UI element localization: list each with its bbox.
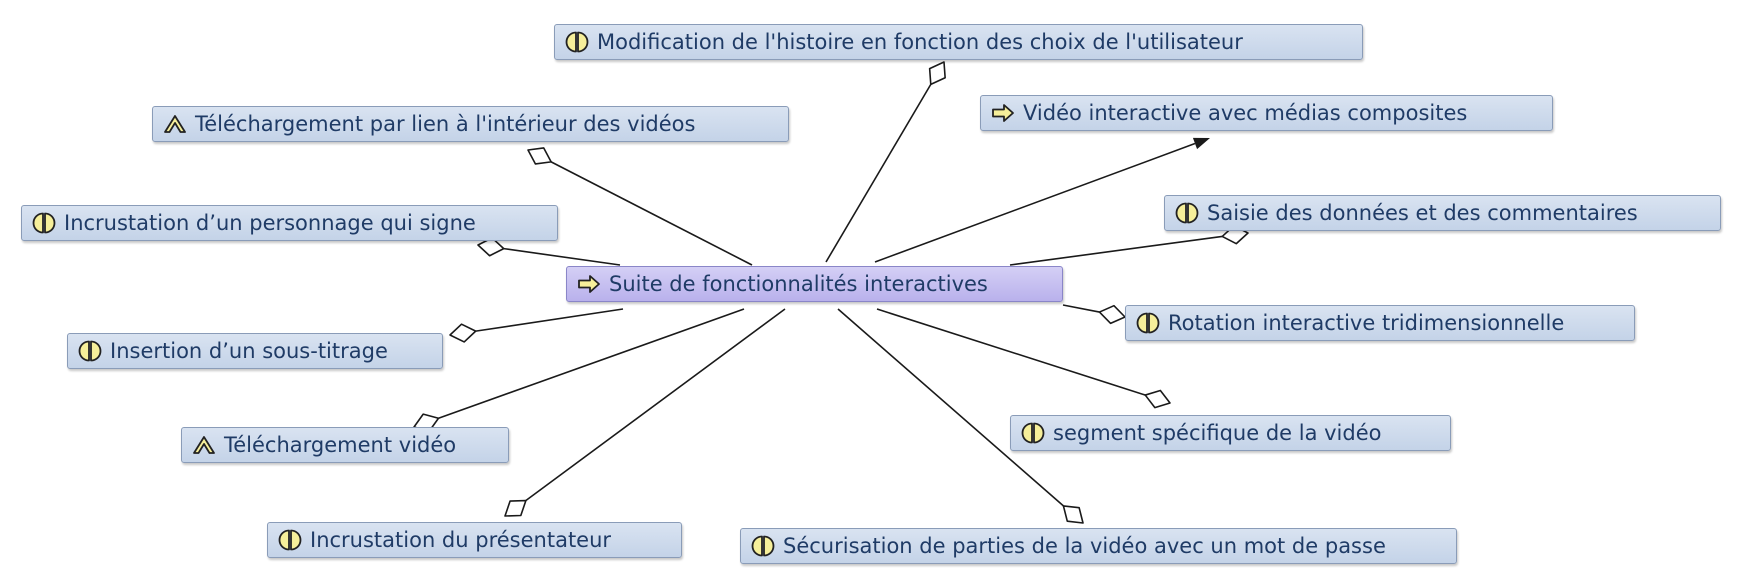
node-label: Rotation interactive tridimensionnelle bbox=[1168, 311, 1565, 335]
node-securisation[interactable]: Sécurisation de parties de la vidéo avec… bbox=[740, 528, 1457, 564]
node-label: Sécurisation de parties de la vidéo avec… bbox=[783, 534, 1386, 558]
split-circle-icon bbox=[751, 534, 775, 558]
arrow-right-icon bbox=[991, 101, 1015, 125]
node-telechargement-lien[interactable]: Téléchargement par lien à l'intérieur de… bbox=[152, 106, 789, 142]
connector-telechargement-lien bbox=[550, 161, 753, 266]
node-telechargement-video[interactable]: Téléchargement vidéo bbox=[181, 427, 509, 463]
node-insertion[interactable]: Insertion d’un sous-titrage bbox=[67, 333, 443, 369]
aggregation-diamond-9 bbox=[504, 499, 527, 517]
node-video-interactive[interactable]: Vidéo interactive avec médias composites bbox=[980, 95, 1553, 131]
node-label: Modification de l'histoire en fonction d… bbox=[597, 30, 1243, 54]
node-label: Téléchargement vidéo bbox=[224, 433, 457, 457]
connector-incrustation-presentateur bbox=[525, 308, 786, 502]
node-label: Téléchargement par lien à l'intérieur de… bbox=[195, 112, 696, 136]
connector-video-interactive bbox=[874, 142, 1196, 263]
split-circle-icon bbox=[1175, 201, 1199, 225]
aggregation-diamond-10 bbox=[1062, 505, 1084, 524]
split-circle-icon bbox=[78, 339, 102, 363]
split-circle-icon bbox=[1021, 421, 1045, 445]
chevron-up-icon bbox=[192, 433, 216, 457]
chevron-up-icon bbox=[163, 112, 187, 136]
split-circle-icon bbox=[278, 528, 302, 552]
connector-incrustation-personnage bbox=[503, 247, 621, 266]
node-incrustation-personnage[interactable]: Incrustation d’un personnage qui signe bbox=[21, 205, 558, 241]
connector-segment bbox=[876, 308, 1146, 396]
node-label: Vidéo interactive avec médias composites bbox=[1023, 101, 1468, 125]
aggregation-diamond-6 bbox=[449, 323, 477, 343]
aggregation-diamond-5 bbox=[1098, 304, 1126, 325]
connector-insertion bbox=[475, 308, 624, 332]
central-node-label: Suite de fonctionnalités interactives bbox=[609, 272, 988, 296]
aggregation-diamond-2 bbox=[527, 147, 552, 165]
connector-modification bbox=[825, 83, 932, 263]
aggregation-diamond-8 bbox=[1144, 389, 1171, 409]
node-label: segment spécifique de la vidéo bbox=[1053, 421, 1382, 445]
node-modification[interactable]: Modification de l'histoire en fonction d… bbox=[554, 24, 1363, 60]
node-label: Incrustation du présentateur bbox=[310, 528, 612, 552]
connector-saisie bbox=[1009, 235, 1223, 266]
arrow-right-icon bbox=[577, 272, 601, 296]
node-saisie[interactable]: Saisie des données et des commentaires bbox=[1164, 195, 1721, 231]
split-circle-icon bbox=[1136, 311, 1160, 335]
aggregation-diamond-0 bbox=[928, 61, 946, 86]
node-label: Incrustation d’un personnage qui signe bbox=[64, 211, 476, 235]
node-label: Insertion d’un sous-titrage bbox=[110, 339, 388, 363]
node-segment[interactable]: segment spécifique de la vidéo bbox=[1010, 415, 1451, 451]
node-label: Saisie des données et des commentaires bbox=[1207, 201, 1638, 225]
node-incrustation-presentateur[interactable]: Incrustation du présentateur bbox=[267, 522, 682, 558]
central-node[interactable]: Suite de fonctionnalités interactives bbox=[566, 266, 1063, 302]
node-rotation[interactable]: Rotation interactive tridimensionnelle bbox=[1125, 305, 1635, 341]
split-circle-icon bbox=[32, 211, 56, 235]
arrow-head-1 bbox=[1192, 137, 1210, 150]
connector-telechargement-video bbox=[438, 308, 745, 419]
connector-rotation bbox=[1062, 304, 1100, 313]
split-circle-icon bbox=[565, 30, 589, 54]
connector-securisation bbox=[837, 308, 1064, 507]
